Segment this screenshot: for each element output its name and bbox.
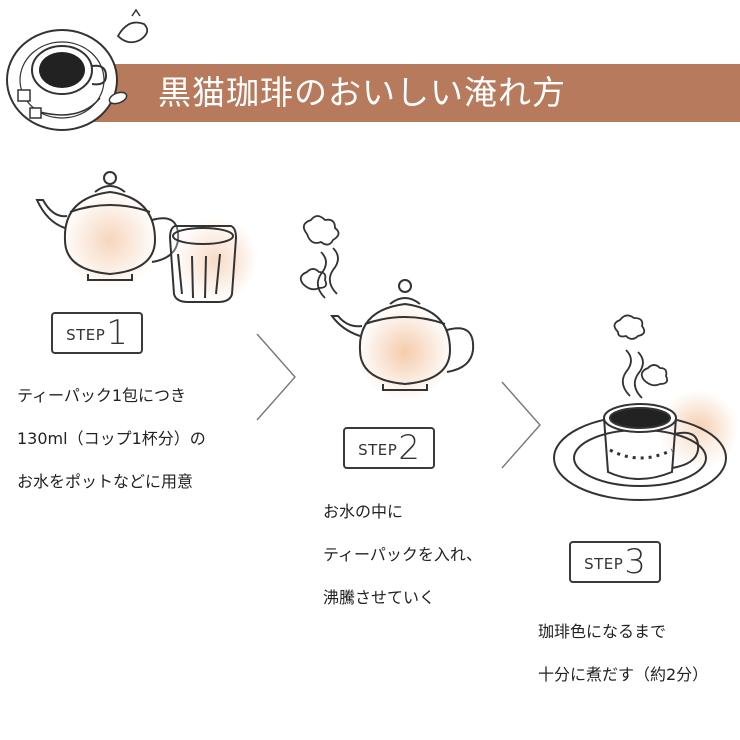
steam-icon: [613, 314, 669, 399]
step2-line: お水の中に: [323, 502, 404, 521]
step2-line: ティーパックを入れ、: [323, 545, 483, 564]
title-banner: [62, 64, 740, 122]
page-title: 黒猫珈琲のおいしい淹れ方: [158, 73, 566, 112]
step2-description: お水の中に ティーパックを入れ、 沸騰させていく: [323, 490, 482, 619]
teapot-icon: [35, 171, 180, 281]
step1-illustration: [35, 171, 257, 303]
coffee-cup-saucer-icon: [553, 403, 727, 501]
chevron-right-icon: [256, 333, 296, 421]
step3-number: 3: [624, 542, 646, 582]
step2-illustration: [299, 215, 475, 400]
step1-description: ティーパック1包につき 130ml（コップ1杯分）の お水をポットなどに用意: [17, 374, 206, 503]
step3-description: 珈琲色になるまで 十分に煮だす（約2分）: [538, 610, 708, 696]
step3-word: STEP: [584, 555, 624, 573]
step3-line: 珈琲色になるまで: [538, 622, 667, 641]
step2-badge: STEP 2: [343, 427, 435, 469]
step1-line: お水をポットなどに用意: [17, 472, 194, 491]
step3-illustration: [553, 314, 738, 501]
step3-badge: STEP 3: [569, 541, 661, 583]
step3-line: 十分に煮だす（約2分）: [538, 665, 709, 684]
step1-badge: STEP 1: [51, 312, 143, 354]
step2-number: 2: [398, 428, 420, 468]
step2-line: 沸騰させていく: [323, 588, 436, 607]
glass-icon: [168, 225, 238, 303]
steam-icon: [299, 215, 340, 299]
step1-line: ティーパック1包につき: [17, 386, 187, 405]
teapot-icon: [330, 279, 475, 391]
step1-word: STEP: [66, 326, 106, 344]
step1-number: 1: [106, 313, 128, 353]
chevron-right-icon: [501, 381, 541, 469]
coffee-cup-logo-icon: [6, 8, 149, 131]
step1-line: 130ml（コップ1杯分）の: [17, 429, 206, 448]
step2-word: STEP: [358, 441, 398, 459]
